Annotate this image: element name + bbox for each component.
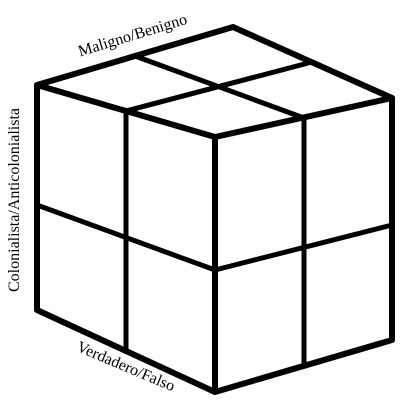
left-axis-label: Colonialista/Anticolonialista bbox=[6, 108, 23, 292]
